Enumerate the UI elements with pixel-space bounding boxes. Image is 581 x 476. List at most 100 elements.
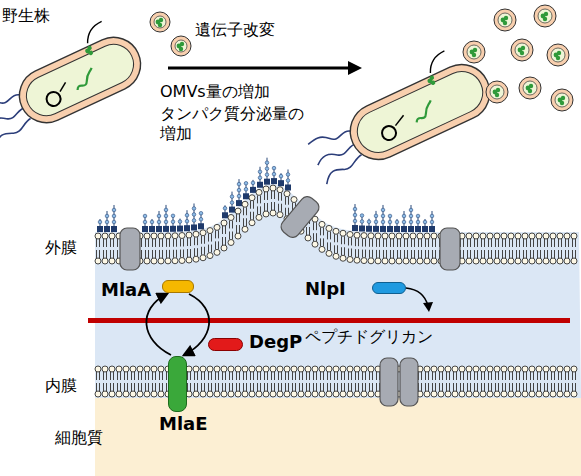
- lipid-tail: [232, 231, 233, 239]
- lipid-tail: [397, 250, 398, 258]
- lipid-tail: [323, 383, 324, 391]
- lipid-head: [466, 233, 472, 239]
- lipid-tail: [369, 372, 370, 380]
- vesicle-lumen: [551, 48, 565, 62]
- lipid-head: [200, 230, 206, 236]
- lipid-head: [333, 253, 339, 259]
- lipid-tail: [337, 245, 338, 253]
- lipid-tail: [180, 239, 181, 247]
- lipid-head: [193, 391, 199, 397]
- lipid-head: [123, 391, 129, 397]
- lipid-tail: [117, 250, 118, 258]
- lipid-tail: [271, 202, 272, 210]
- lipid-tail: [106, 372, 107, 380]
- lipid-head: [501, 233, 507, 239]
- lipid-tail: [505, 383, 506, 391]
- lipid-tail: [176, 239, 177, 247]
- lipid-tail: [544, 250, 545, 258]
- lipid-tail: [421, 372, 422, 380]
- lipid-tail: [166, 239, 167, 247]
- lipid-head: [95, 233, 101, 239]
- lipid-head: [123, 366, 129, 372]
- protein: [520, 51, 524, 55]
- lipid-head: [340, 230, 346, 236]
- lipid-head: [529, 233, 535, 239]
- lipid-tail: [173, 239, 174, 247]
- lipid-head: [249, 391, 255, 397]
- lipid-head: [452, 391, 458, 397]
- lipid-tail: [306, 227, 307, 235]
- lipid-tail: [386, 250, 387, 258]
- lipid-tail: [344, 247, 345, 255]
- lipid-head: [179, 233, 185, 239]
- lipid-head: [522, 391, 528, 397]
- o-antigen: [404, 211, 405, 227]
- protein-name: DegP: [249, 332, 302, 352]
- lipid-tail: [362, 250, 363, 258]
- lipid-tail: [229, 231, 230, 239]
- lipid-tail: [365, 239, 366, 247]
- lipid-tail: [565, 372, 566, 380]
- lipid-head: [550, 391, 556, 397]
- lipid-tail: [435, 383, 436, 391]
- lipid-head: [557, 366, 563, 372]
- lipid-tail: [533, 239, 534, 247]
- sugar-unit: [164, 208, 168, 212]
- lipid-tail: [204, 236, 205, 244]
- lipid-head: [424, 391, 430, 397]
- lipid-tail: [572, 250, 573, 258]
- lipid-tail: [141, 239, 142, 247]
- lipid-tail: [428, 250, 429, 258]
- lipid-tail: [113, 239, 114, 247]
- sugar-unit: [185, 213, 189, 217]
- lipid-head: [410, 258, 416, 264]
- lipid-head: [193, 256, 199, 262]
- lipid-tail: [225, 383, 226, 391]
- sugar-unit: [157, 220, 161, 224]
- lipid-tail: [323, 227, 324, 235]
- lipid-tail: [334, 372, 335, 380]
- lipid-head: [95, 391, 101, 397]
- cell-envelope: [11, 28, 150, 131]
- lipid-head: [347, 366, 353, 372]
- lipid-tail: [425, 250, 426, 258]
- lipid-tail: [523, 372, 524, 380]
- lipid-tail: [271, 372, 272, 380]
- lipid-tail: [547, 239, 548, 247]
- lipid-tail: [453, 372, 454, 380]
- lipid-tail: [299, 372, 300, 380]
- lipid-tail: [166, 372, 167, 380]
- lipid-tail: [148, 250, 149, 258]
- lipid-head: [333, 366, 339, 372]
- lipid-tail: [344, 236, 345, 244]
- sugar-unit: [237, 182, 241, 186]
- lipid-tail: [495, 372, 496, 380]
- lipid-tail: [561, 250, 562, 258]
- lipid-tail: [495, 383, 496, 391]
- lipid-tail: [169, 250, 170, 258]
- lipid-tail: [131, 383, 132, 391]
- lipid-head: [228, 239, 234, 245]
- lipid-head: [557, 233, 563, 239]
- sugar-unit: [381, 220, 385, 224]
- lipid-tail: [379, 250, 380, 258]
- lipid-tail: [502, 250, 503, 258]
- lipid-tail: [435, 250, 436, 258]
- lipid-head: [543, 258, 549, 264]
- lipid-tail: [250, 372, 251, 380]
- lipid-head: [263, 366, 269, 372]
- lipid-tail: [351, 383, 352, 391]
- lipid-tail: [253, 212, 254, 220]
- outer-membrane-protein: [120, 228, 140, 270]
- lipid-head: [473, 233, 479, 239]
- lipid-head: [228, 366, 234, 372]
- sugar-unit: [381, 208, 385, 212]
- lipid-tail: [334, 234, 335, 242]
- lipid-tail: [229, 220, 230, 228]
- lipid-tail: [358, 249, 359, 257]
- lipid-head: [445, 366, 451, 372]
- lipid-tail: [264, 372, 265, 380]
- lipid-head: [487, 258, 493, 264]
- lipid-head: [571, 233, 577, 239]
- lipid-tail: [516, 239, 517, 247]
